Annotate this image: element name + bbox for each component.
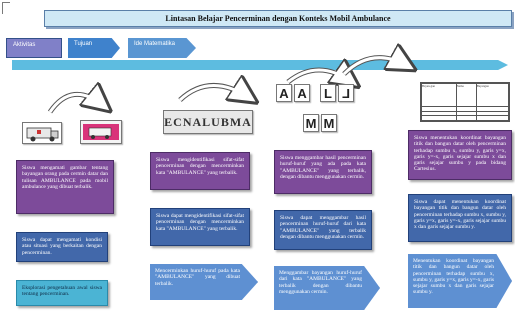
- math-box-3: Menggambar bayangan huruf-huruf dari kat…: [274, 266, 380, 310]
- mirror-word-image: ECNALUBMA: [163, 110, 253, 134]
- letter-a-1: A: [279, 86, 289, 101]
- letter-m-image-2: M: [321, 114, 337, 132]
- letter-a-image-1: A: [276, 84, 292, 102]
- ambulance-icon: [26, 127, 59, 142]
- letter-l-1: L: [324, 86, 332, 101]
- tag-activities: Aktivitas: [6, 38, 62, 58]
- tag-math: Ide Matematika: [128, 38, 196, 58]
- coordinate-table-image: Bayan-gan Nama Bayangan: [420, 82, 510, 122]
- page-title: Lintasan Belajar Pencerminan dengan Kont…: [44, 10, 512, 27]
- goal-box-3: Siswa dapat menggambar hasil pencerminan…: [274, 210, 372, 250]
- activity-box-3: Siswa menggambar hasil pencerminan huruf…: [274, 150, 372, 194]
- progression-arrow: [12, 60, 508, 70]
- table-header-cell: Nama: [455, 82, 477, 108]
- table-header-cell: Bayan-gan: [421, 82, 457, 108]
- letter-a-2: A: [297, 86, 307, 101]
- activity-box-4: Siswa menentukan koordinat bayangan titi…: [408, 130, 512, 180]
- ambulance-image-2: [80, 120, 122, 144]
- letter-a-image-2: A: [294, 84, 310, 102]
- letter-m-1: M: [305, 116, 317, 131]
- goal-box-4: Siswa dapat menentukan koordinat bayanga…: [408, 194, 512, 242]
- goal-box-2: Siswa dapat mengidentifikasi sifat-sifat…: [150, 208, 250, 246]
- corner-mark: [2, 2, 10, 14]
- math-box-4: Menentukan koordinat bayangan titik dan …: [408, 254, 512, 308]
- ambulance-image-1: [22, 122, 62, 144]
- ambulance-mirror-icon: [83, 124, 119, 140]
- letter-l-image-1: L: [320, 84, 336, 102]
- tag-goal: Tujuan: [68, 38, 120, 58]
- math-box-1: Eksplorasi pengetahuan awal siswa tentan…: [16, 280, 108, 306]
- letter-m-2: M: [323, 116, 335, 131]
- activity-box-1: Siswa mengamati gambar tentang bayangan …: [16, 160, 114, 214]
- math-box-2: Mencerminkan huruf-huruf pada kata "AMBU…: [150, 264, 258, 300]
- letter-l-image-2: L: [338, 84, 354, 102]
- table-header-cell: Bayangan: [475, 82, 510, 108]
- letter-m-image-1: M: [303, 114, 319, 132]
- coordinate-table: Bayan-gan Nama Bayangan: [421, 82, 510, 121]
- goal-box-1: Siswa dapat mengamati kondisi atau situa…: [16, 232, 108, 262]
- activity-box-2: Siswa mengidentifikasi sifat-sifat pence…: [150, 152, 250, 190]
- letter-l-2: L: [342, 86, 350, 101]
